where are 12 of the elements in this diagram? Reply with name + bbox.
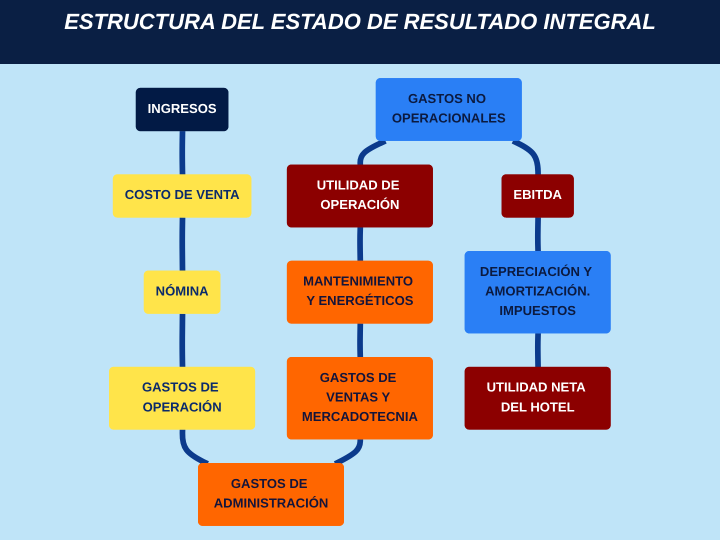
connector xyxy=(334,438,364,466)
connector xyxy=(179,218,186,272)
connector xyxy=(535,218,542,253)
connector xyxy=(512,138,542,176)
connector xyxy=(357,324,364,359)
connector xyxy=(180,430,210,466)
connector xyxy=(357,138,387,166)
title-banner: ESTRUCTURA DEL ESTADO DE RESULTADO INTEGRAL xyxy=(0,0,720,64)
connector xyxy=(179,314,186,368)
connector xyxy=(357,226,364,262)
connector xyxy=(179,131,186,176)
connector xyxy=(535,332,542,368)
